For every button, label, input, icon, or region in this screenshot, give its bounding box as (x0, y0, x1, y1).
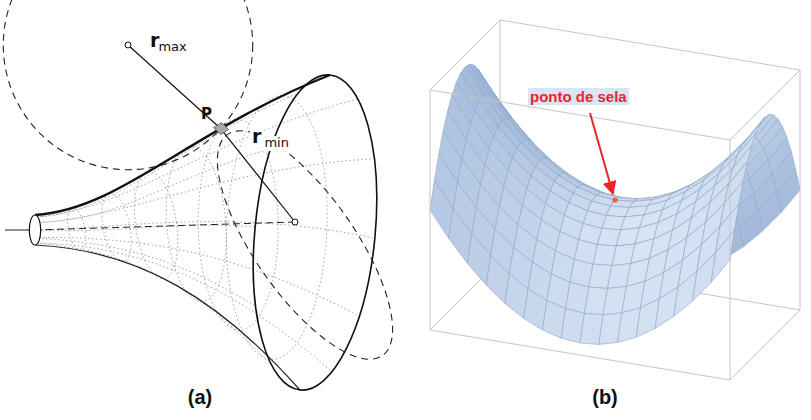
panel-caption: (b) (592, 386, 618, 409)
parallel-line (128, 169, 184, 282)
pointer-arrow (590, 113, 613, 194)
bell-rim (240, 69, 390, 395)
meridian-line (38, 243, 332, 372)
callout-label: ponto de sela (528, 88, 629, 105)
surface-cell (430, 180, 453, 238)
meridian-line (38, 99, 358, 217)
surface-cell (636, 299, 659, 337)
parallel-line (221, 94, 332, 362)
curvature-circle (187, 106, 424, 385)
meridian-line (29, 225, 255, 231)
meridian-line (40, 237, 359, 316)
panel-caption: (a) (188, 386, 212, 409)
tube-end (29, 215, 40, 245)
bounding-box (730, 310, 800, 380)
surface-patch (214, 123, 229, 135)
bounding-box (430, 90, 431, 330)
meridian-line (41, 222, 375, 239)
meridian-line (40, 159, 374, 223)
bounding-box (500, 20, 800, 70)
radius-subscript: min (262, 136, 291, 151)
saddle-point (612, 197, 617, 202)
surface-cell (655, 287, 678, 329)
curvature-circle (3, 0, 252, 170)
point-label: P (201, 106, 212, 123)
centre-point (292, 219, 298, 225)
radius-subscript: max (158, 40, 186, 55)
meridian-line (32, 243, 272, 366)
surface-cell (618, 308, 641, 343)
radius-symbol: r (150, 30, 159, 52)
bounding-box (730, 140, 731, 380)
centre-point (125, 42, 131, 48)
surface-cell (711, 230, 734, 282)
saddle-surface (430, 20, 800, 380)
parallel-line (161, 144, 232, 304)
pseudosphere (3, 0, 423, 396)
meridian-line (30, 149, 271, 223)
profile-curve (35, 245, 300, 390)
profile-curve (35, 75, 330, 215)
radius-symbol: r (250, 126, 263, 148)
radius-line (128, 45, 221, 129)
bounding-box (430, 330, 730, 380)
